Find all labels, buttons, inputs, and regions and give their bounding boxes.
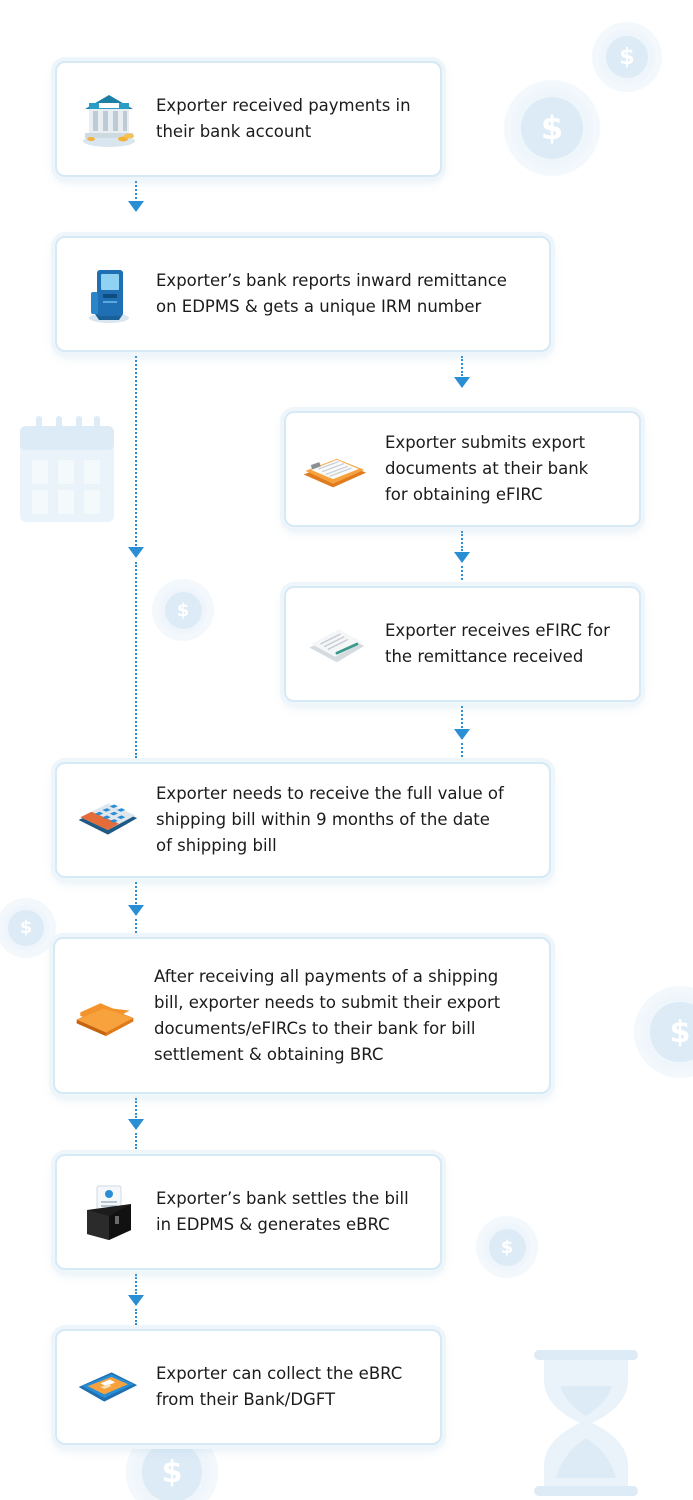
connector-arrow-icon (128, 1119, 144, 1130)
connector-line (135, 1274, 137, 1294)
flow-step-6: After receiving all payments of a shippi… (53, 937, 551, 1094)
connector-line (135, 882, 137, 904)
bank-icon (79, 89, 139, 149)
connector-line (135, 1133, 137, 1149)
step-8-text: Exporter can collect the eBRC from their… (156, 1364, 403, 1409)
background-coin-icon: $ (482, 1222, 532, 1272)
connector-line (135, 1098, 137, 1118)
connector-arrow-icon (454, 552, 470, 563)
connector-line (135, 356, 137, 546)
flow-step-8: Exporter can collect the eBRC from their… (55, 1329, 442, 1445)
connector-arrow-icon (128, 201, 144, 212)
background-coin-icon: $ (510, 86, 594, 170)
flow-step-2: Exporter’s bank reports inward remittanc… (55, 236, 551, 352)
coin-symbol: $ (605, 35, 649, 79)
connector-line (461, 706, 463, 728)
connector-line (135, 919, 137, 933)
connector-line (461, 356, 463, 376)
flow-step-1: Exporter received payments in their bank… (55, 61, 442, 177)
coin-symbol: $ (650, 1002, 693, 1062)
certificate-icon (79, 1182, 139, 1242)
background-coin-icon: $ (598, 28, 656, 86)
folder-icon (76, 986, 137, 1046)
connector-arrow-icon (128, 1295, 144, 1306)
connector-line (461, 566, 463, 580)
coin-symbol: $ (142, 1442, 202, 1500)
background-coin-icon: $ (640, 992, 693, 1072)
connector-line (135, 562, 137, 758)
calendar-icon (78, 790, 139, 850)
step-2-text: Exporter’s bank reports inward remittanc… (156, 271, 507, 316)
connector-line (135, 1309, 137, 1325)
background-coin-icon: $ (158, 585, 208, 635)
step-7-text: Exporter’s bank settles the bill in EDPM… (156, 1189, 409, 1234)
connector-arrow-icon (454, 729, 470, 740)
connector-arrow-icon (128, 905, 144, 916)
coin-symbol: $ (8, 910, 44, 946)
coin-symbol: $ (164, 591, 202, 629)
connector-arrow-icon (128, 547, 144, 558)
step-5-text: Exporter needs to receive the full value… (156, 784, 504, 855)
clipboard-icon (303, 439, 368, 499)
connector-line (461, 531, 463, 551)
phone-icon (78, 1357, 139, 1417)
coin-symbol: $ (488, 1228, 526, 1266)
connector-line (461, 743, 463, 757)
flow-step-5: Exporter needs to receive the full value… (55, 762, 551, 878)
coin-symbol: $ (520, 96, 584, 160)
background-calendar-icon (20, 416, 114, 522)
connector-arrow-icon (454, 377, 470, 388)
background-hourglass-icon (534, 1350, 638, 1496)
step-4-text: Exporter receives eFIRC for the remittan… (385, 621, 610, 666)
step-3-text: Exporter submits export documents at the… (385, 433, 589, 504)
flow-step-4: Exporter receives eFIRC for the remittan… (284, 586, 641, 702)
background-coin-icon: $ (2, 904, 50, 952)
step-1-text: Exporter received payments in their bank… (156, 96, 411, 141)
connector-line (135, 181, 137, 203)
flow-step-7: Exporter’s bank settles the bill in EDPM… (55, 1154, 442, 1270)
flow-step-3: Exporter submits export documents at the… (284, 411, 641, 527)
kiosk-icon (79, 264, 139, 324)
document-icon (308, 614, 368, 674)
step-6-text: After receiving all payments of a shippi… (154, 966, 501, 1064)
